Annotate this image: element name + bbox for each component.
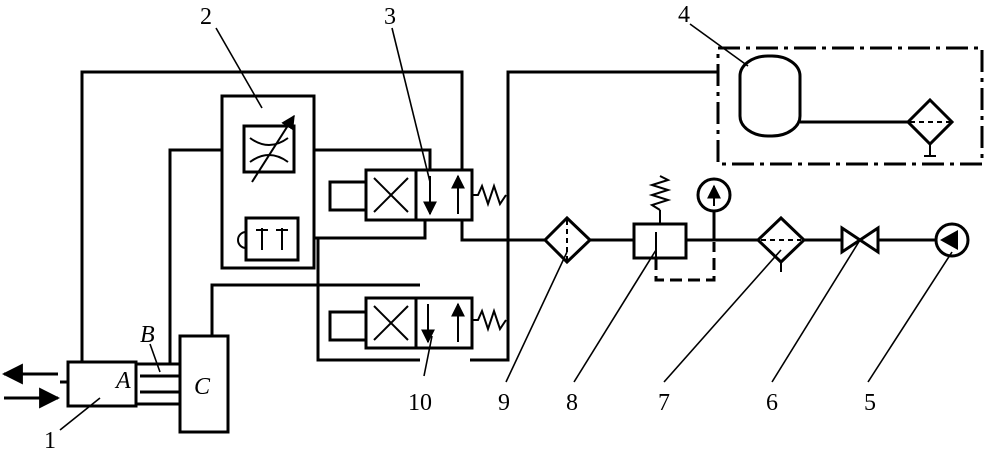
- solenoid-valve-3: [328, 168, 507, 222]
- valve3-flow-box: [414, 168, 474, 222]
- cylinder-body-left: [66, 360, 138, 408]
- pipe-cylinder-top-loop: [80, 70, 545, 362]
- cylinder-1: [1, 334, 230, 434]
- cylinder-piston-chamber: [178, 334, 230, 434]
- label-6: 6: [766, 390, 778, 416]
- label-9: 9: [498, 390, 510, 416]
- exhaust-block: [244, 216, 300, 262]
- spring-icon: [472, 182, 507, 208]
- throttle-valve: [242, 124, 296, 174]
- adjustable-arrow-icon: [251, 114, 295, 183]
- valve-left-triangle: [840, 225, 863, 255]
- label-3: 3: [384, 4, 396, 30]
- label-10: 10: [408, 390, 432, 416]
- air-source-5: [934, 222, 970, 258]
- regulator-spring-icon: [648, 175, 672, 211]
- shutoff-valve-6: [840, 225, 880, 255]
- label-port-c: C: [194, 374, 211, 400]
- lubricator-7: [755, 215, 807, 272]
- filter-9: [542, 215, 593, 265]
- valve-group-2: [220, 94, 316, 270]
- solenoid-coil-10: [328, 310, 368, 342]
- pressure-gauge: [696, 177, 732, 213]
- air-tank-icon: [738, 54, 802, 138]
- tank-enclosure: [716, 46, 984, 166]
- tank-unit-4: [716, 46, 984, 166]
- spring-icon: [472, 307, 507, 333]
- pipe-valve-group-to-valve10: [316, 238, 420, 362]
- label-port-b: B: [140, 322, 155, 348]
- exhaust-arc-icon: [237, 231, 247, 249]
- regulator-8: [632, 175, 688, 260]
- solenoid-coil-3: [328, 180, 368, 212]
- solenoid-valve-10: [328, 296, 507, 350]
- label-1: 1: [44, 428, 56, 452]
- valve10-flow-box: [414, 296, 474, 350]
- piping: [80, 70, 936, 362]
- regulator-body: [632, 222, 688, 260]
- leader-lines: [59, 23, 953, 431]
- labels: 2 3 4 5 6 7 8 9 10 1 A B C: [44, 2, 876, 452]
- source-arrow-icon: [940, 230, 958, 250]
- label-5: 5: [864, 390, 876, 416]
- label-2: 2: [200, 4, 212, 30]
- cylinder-port-a-stub: [60, 362, 70, 384]
- pilot-line-regulator: [654, 242, 716, 282]
- label-7: 7: [658, 390, 670, 416]
- label-port-a: A: [114, 368, 131, 394]
- pipe-port-c: [210, 283, 420, 336]
- cylinder-rod-section: [134, 362, 182, 406]
- label-4: 4: [678, 2, 690, 28]
- pipe-exhaust-to-valve3: [298, 220, 427, 240]
- valve-right-triangle: [857, 225, 880, 255]
- pipe-tank-supply: [470, 70, 718, 362]
- label-8: 8: [566, 390, 578, 416]
